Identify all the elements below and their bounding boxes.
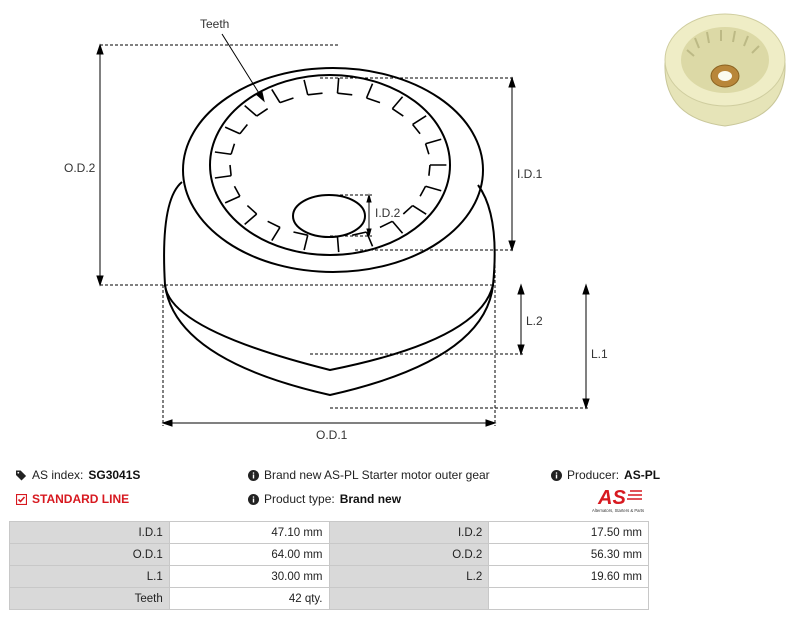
gear-tooth [412,204,427,215]
as-pl-logo: AS Alternators, Starters & Parts [592,487,644,513]
as-index: AS index: SG3041S [16,468,140,482]
gear-tooth-tip [379,220,393,229]
spec-value: 47.10 mm [168,521,330,544]
spec-value: 17.50 mm [488,521,649,544]
gear-tooth-tip [279,97,294,104]
id1-label: I.D.1 [517,167,543,181]
gear-lower-body [163,181,496,372]
gear-tooth-tip [307,92,323,96]
gear-technical-drawing: Teeth O.D.2 I.D.1 I.D.2 L.2 L.1 O.D.1 [64,17,608,442]
spec-key: O.D.1 [9,543,170,566]
standard-line: STANDARD LINE [16,492,129,506]
gear-tooth [412,115,427,126]
teeth-label: Teeth [200,17,229,31]
gear-tooth [303,79,309,95]
od2-label: O.D.2 [64,161,96,175]
spec-value: 30.00 mm [168,565,330,588]
gear-tooth-tip [267,220,281,229]
gear-tooth [214,151,232,156]
spec-key: O.D.2 [328,543,490,566]
gear-tooth-tip [424,143,430,155]
checkbox-checked-icon [16,493,27,505]
spec-value: 64.00 mm [168,543,330,566]
spec-value: 42 qty. [168,587,330,610]
product-type-label: Product type: [264,492,335,506]
gear-tooth-tip [411,123,421,135]
gear-tooth [391,220,404,234]
gear-tooth-tip [246,204,258,215]
description-text: Brand new AS-PL Starter motor outer gear [264,468,490,482]
gear-tooth [365,83,374,99]
spec-key: Teeth [9,587,170,610]
gear-tooth-tip [230,143,236,155]
gear-tooth-tip [428,164,431,176]
gear-tooth [303,235,309,251]
gear-tooth [224,195,241,204]
logo-tagline: Alternators, Starters & Parts [592,508,644,513]
info-icon [248,493,259,505]
spec-key [328,587,490,610]
l1-label: L.1 [591,347,608,361]
producer: Producer: AS-PL [551,468,660,482]
info-icon [551,469,562,481]
tags-icon [16,469,27,481]
gear-tooth-tip [366,97,381,104]
gear-tooth-tip [229,164,232,176]
gear-tooth [224,126,241,135]
producer-value: AS-PL [624,468,661,482]
gear-tooth-tip [293,231,308,236]
l2-label: L.2 [526,314,543,328]
spec-key: I.D.1 [9,521,170,544]
gear-tooth [391,96,404,110]
gear-tooth [244,105,258,117]
gear-tooth-tip [233,185,241,197]
product-description: Brand new AS-PL Starter motor outer gear [248,468,490,482]
id2-label: I.D.2 [375,206,401,220]
spec-key: I.D.2 [328,521,490,544]
product-type-value: Brand new [339,492,402,506]
spec-key: L.1 [9,565,170,588]
info-icon [248,469,259,481]
od1-label: O.D.1 [316,428,348,442]
gear-outer-ring [182,67,484,273]
standard-line-label: STANDARD LINE [32,492,130,506]
gear-tooth-tip [239,123,249,135]
gear-tooth [214,174,232,179]
gear-center-hole [292,194,366,238]
gear-tooth-tip [402,204,414,215]
spec-value: 19.60 mm [488,565,649,588]
gear-tooth-tip [352,231,367,236]
spec-value: 56.30 mm [488,543,649,566]
gear-tooth [271,88,281,104]
gear-tooth [244,213,258,225]
spec-value [488,587,649,610]
gear-tooth [271,226,281,242]
product-photo [664,13,786,127]
gear-tooth-tip [419,185,427,197]
gear-tooth-tip [391,108,404,117]
as-index-label: AS index: [32,468,84,482]
gear-inner-bore [209,74,451,256]
gear-lower-ring [164,284,494,397]
gear-tooth [425,138,442,145]
producer-label: Producer: [567,468,620,482]
logo-text: AS [597,487,626,509]
gear-tooth-tip [337,92,353,96]
spec-key: L.2 [328,565,490,588]
gear-tooth [425,185,442,192]
as-index-value: SG3041S [88,468,141,482]
gear-tooth [336,77,340,94]
product-type: Product type: Brand new [248,492,401,506]
gear-tooth-tip [256,108,269,117]
gear-tooth [365,231,374,247]
gear-tooth [336,236,340,253]
